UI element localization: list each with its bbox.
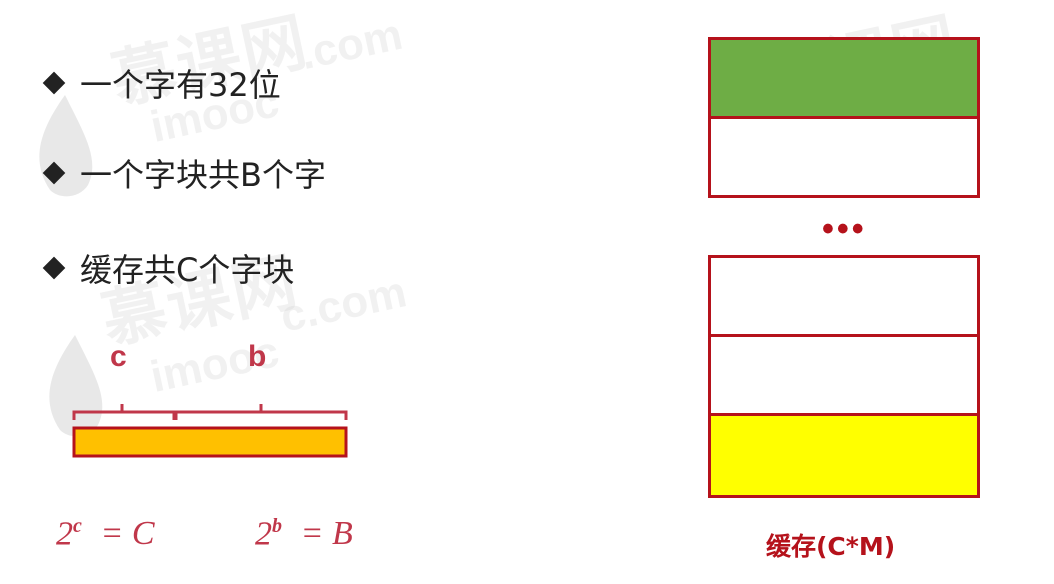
diamond-bullet-icon <box>42 71 66 95</box>
formula-rhs: = B <box>300 515 353 553</box>
cache-block-empty <box>708 116 980 198</box>
brace-b <box>174 404 348 420</box>
formula-base: 2 <box>255 515 272 553</box>
field-label-b: b <box>248 340 267 373</box>
field-label-c: c <box>110 340 127 373</box>
address-diagram <box>72 404 348 458</box>
cache-label: 缓存(C*M) <box>766 532 896 561</box>
bullet-text: 一个字块共B个字 <box>80 156 326 194</box>
address-bar <box>72 426 348 458</box>
watermark: .com <box>295 9 407 80</box>
cache-block-yellow <box>708 413 980 498</box>
formula-c: 2c = C <box>56 515 155 553</box>
formula-rhs: = C <box>100 515 155 553</box>
diamond-bullet-icon <box>42 256 66 280</box>
ellipsis: ••• <box>822 210 867 248</box>
cache-block-green <box>708 37 980 119</box>
bullet-text: 缓存共C个字块 <box>80 251 295 289</box>
bullet-item: 缓存共C个字块 <box>42 245 294 291</box>
bullet-text: 一个字有32位 <box>80 66 281 104</box>
bullet-item: 一个字有32位 <box>42 60 281 106</box>
watermark: c.com <box>276 267 411 342</box>
formula-exponent: b <box>272 515 282 537</box>
cache-block-empty <box>708 334 980 416</box>
formula-base: 2 <box>56 515 73 553</box>
formula-b: 2b = B <box>255 515 353 553</box>
bullet-item: 一个字块共B个字 <box>42 150 326 196</box>
diamond-bullet-icon <box>42 161 66 185</box>
cache-block-empty <box>708 255 980 337</box>
formula-exponent: c <box>73 515 82 537</box>
brace-c <box>72 404 176 420</box>
